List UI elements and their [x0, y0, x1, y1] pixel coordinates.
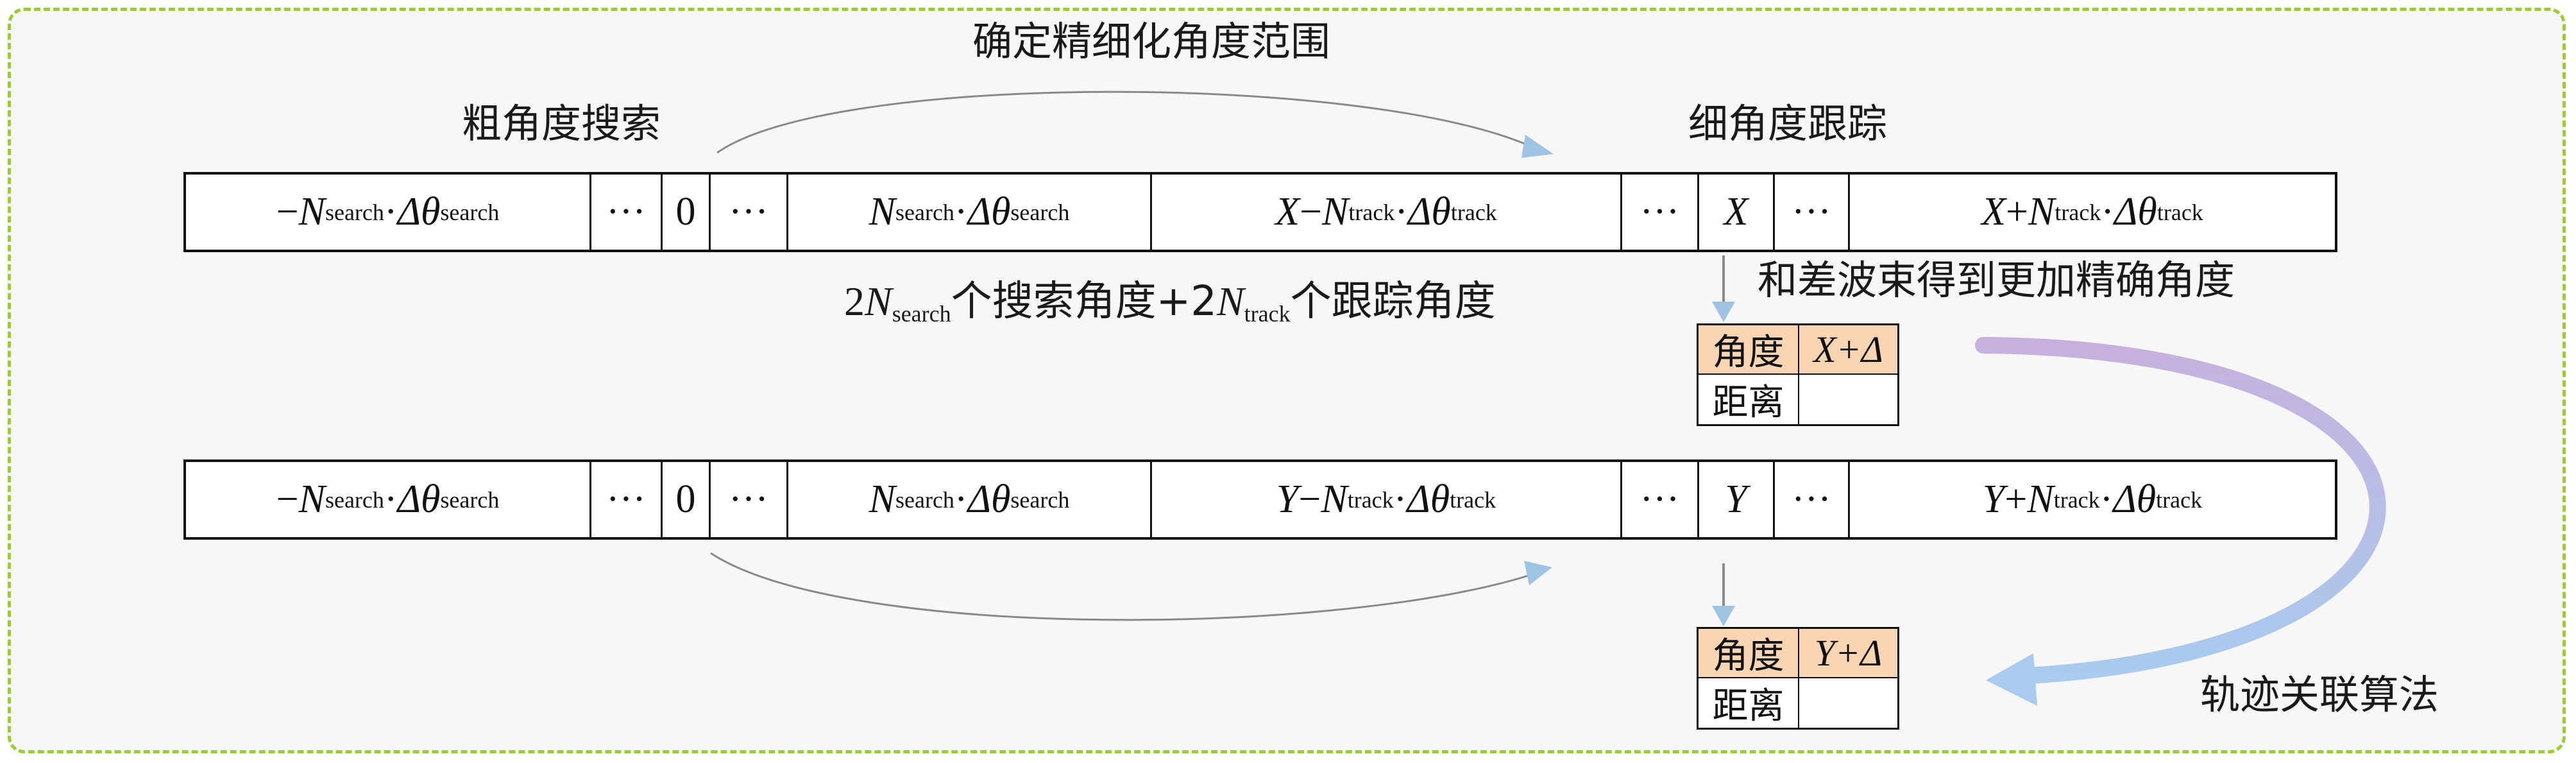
thick-curved-arrow [1975, 337, 2386, 684]
range-header-cell: 距离 [1699, 678, 1799, 728]
curved-arrow-top [716, 90, 1537, 154]
result-table-1: 角度 X+Δ 距离 [1697, 323, 1899, 426]
cell-ellipsis: ··· [1775, 462, 1850, 537]
range-value-cell [1799, 678, 1897, 728]
range-value-cell [1799, 375, 1897, 424]
result-table-2: 角度 Y+Δ 距离 [1697, 627, 1899, 730]
angle-header-cell: 角度 [1699, 325, 1799, 375]
cell-ellipsis: ··· [711, 462, 788, 537]
cell-ellipsis: ··· [1622, 462, 1699, 537]
refine-range-label: 确定精细化角度范围 [972, 18, 1331, 65]
curved-arrow-bottom-head [1524, 561, 1552, 585]
cell-center: X [1699, 175, 1775, 250]
cell-ellipsis: ··· [1775, 175, 1850, 250]
thick-curved-arrow-head [1986, 653, 2037, 706]
dashed-frame [8, 8, 2566, 753]
angle-value-cell: X+Δ [1799, 325, 1897, 375]
curved-arrow-bottom [710, 552, 1535, 621]
monopulse-label: 和差波束得到更加精确角度 [1758, 257, 2235, 304]
cell-center: Y [1699, 462, 1775, 537]
fine-tracking-label: 细角度跟踪 [1688, 100, 1888, 147]
cell-zero: 0 [663, 462, 711, 537]
curved-arrow-top-head [1521, 135, 1554, 158]
cell-ellipsis: ··· [591, 175, 663, 250]
range-header-cell: 距离 [1699, 375, 1799, 424]
cell-ellipsis: ··· [591, 462, 663, 537]
down-arrow-2-head [1712, 606, 1735, 626]
angle-value-cell: Y+Δ [1799, 629, 1897, 678]
cell-zero: 0 [663, 175, 711, 250]
angle-header-cell: 角度 [1699, 629, 1799, 678]
angle-count-label: 2Nsearch个搜索角度+2Ntrack个跟踪角度 [844, 278, 1496, 327]
cell-ellipsis: ··· [711, 175, 788, 250]
down-arrow-1-head [1712, 302, 1735, 322]
cell-ellipsis: ··· [1622, 175, 1699, 250]
coarse-search-label: 粗角度搜索 [462, 100, 661, 147]
track-association-label: 轨迹关联算法 [2200, 671, 2439, 718]
